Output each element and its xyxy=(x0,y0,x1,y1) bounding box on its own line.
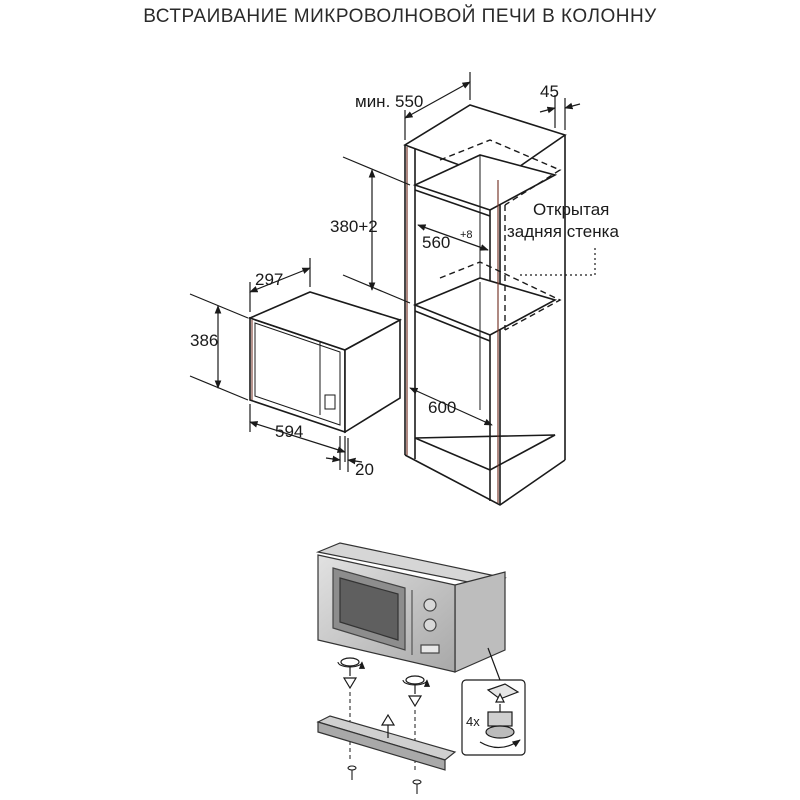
dim-cabinet-width xyxy=(404,72,471,140)
diagram-title: ВСТРАИВАНИЕ МИКРОВОЛНОВОЙ ПЕЧИ В КОЛОННУ xyxy=(143,6,657,27)
dim-niche-width xyxy=(417,224,489,251)
cabinet-column xyxy=(403,104,567,506)
microwave-outline xyxy=(247,291,403,434)
dim-cabinet-depth-label: 600 xyxy=(428,398,456,417)
dim-mw-width xyxy=(249,404,346,462)
dim-cabinet-width-label: мин. 550 xyxy=(355,92,423,111)
dim-mw-frame-label: 20 xyxy=(355,460,374,479)
dim-niche-height xyxy=(342,156,411,304)
dim-rear-gap-label: 45 xyxy=(540,82,559,101)
detail-inset xyxy=(461,647,526,756)
dim-cabinet-depth xyxy=(409,387,493,426)
installed-microwave xyxy=(315,542,507,673)
dim-mw-height-label: 386 xyxy=(190,331,218,350)
dim-rear-gap xyxy=(539,95,581,130)
dim-mw-depth xyxy=(249,258,311,312)
dim-niche-height-label: 380+2 xyxy=(330,217,378,236)
dim-niche-width-label: 560 xyxy=(422,233,450,252)
open-back-note-line2: задняя стенка xyxy=(507,222,619,241)
rotation-arrows xyxy=(337,661,431,687)
open-back-note-line1: Открытая xyxy=(533,200,609,219)
rail-screws xyxy=(347,765,422,794)
mounting-rail xyxy=(316,713,457,771)
dim-mw-frame xyxy=(325,436,363,472)
cabinet-edges xyxy=(406,147,499,503)
detail-count-label: 4x xyxy=(466,714,480,729)
open-back-dashes xyxy=(439,139,562,331)
dim-mw-depth-label: 297 xyxy=(255,270,283,289)
note-leader xyxy=(520,245,596,276)
dim-mw-height xyxy=(189,293,249,401)
dim-mw-width-label: 594 xyxy=(275,422,303,441)
dim-niche-width-tolerance: +8 xyxy=(460,229,473,241)
mount-screws xyxy=(340,657,425,708)
